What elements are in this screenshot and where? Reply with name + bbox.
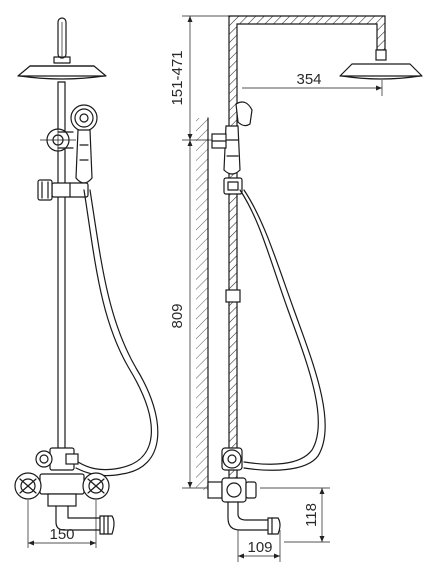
front-mixer	[14, 472, 110, 507]
front-diverter	[35, 447, 79, 471]
dimension-mixer-width: 150	[27, 500, 97, 548]
side-hose	[239, 189, 326, 471]
front-top-pipe	[57, 17, 67, 59]
front-slider	[37, 179, 89, 201]
dimension-arm-reach-label: 354	[296, 71, 321, 88]
side-mixer	[207, 477, 257, 503]
front-hand-shower	[70, 104, 98, 184]
wall-hatching	[196, 117, 209, 491]
dimension-spout-reach: 109	[237, 530, 281, 562]
dimension-vertical-left: 151-471 809	[169, 15, 232, 489]
dimension-spout-height: 118	[260, 487, 330, 543]
side-diverter	[221, 447, 243, 471]
side-spout	[227, 501, 281, 535]
side-rain-head	[339, 49, 423, 80]
front-view: 150	[14, 17, 159, 548]
side-slider	[223, 177, 243, 303]
side-hand-shower	[211, 101, 253, 175]
front-wall-bracket	[40, 124, 76, 156]
dimension-shower-height-label: 151-471	[169, 50, 186, 105]
side-view: 151-471 809 354	[169, 15, 423, 562]
front-spout	[55, 505, 115, 535]
dimension-spout-height-label: 118	[303, 503, 320, 527]
dimension-spout-reach-label: 109	[247, 539, 272, 556]
front-hose	[75, 189, 159, 477]
dimension-mixer-width-label: 150	[49, 526, 74, 543]
front-rain-head	[17, 56, 107, 80]
dimension-riser-height-label: 809	[169, 303, 186, 328]
dimension-arm-reach: 354	[242, 71, 383, 96]
